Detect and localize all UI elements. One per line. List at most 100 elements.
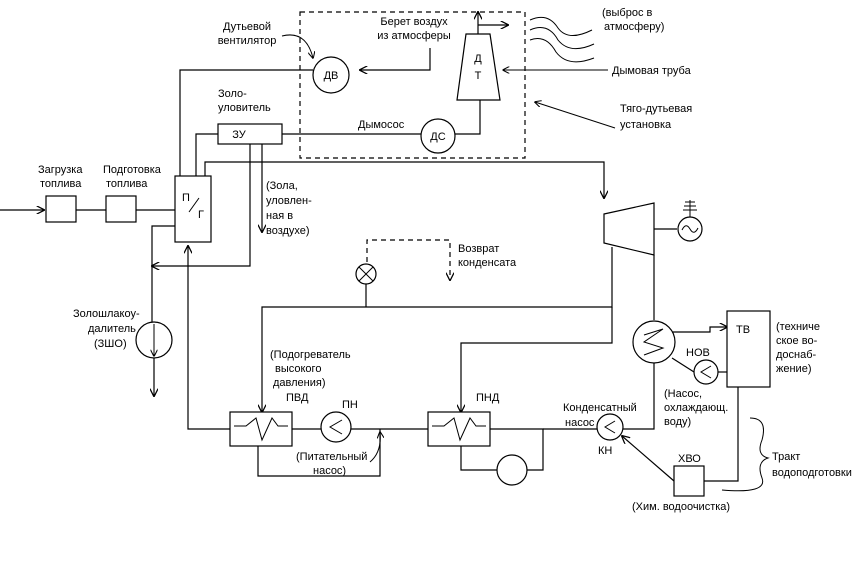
hvo-label: ХВО [678,453,701,465]
lp-drain-pump [496,454,528,486]
air-intake-line [360,48,431,70]
lp-drain-return-line [490,428,544,471]
nov-label: НОВ [686,347,710,359]
ash-capture-label-3: ная в [266,210,293,222]
fuel-loading-label-1: Загрузка [38,164,83,176]
ground-symbol [683,200,697,217]
hp-heater-pvd [229,411,293,447]
feed-pump-label-2: насос) [313,465,346,477]
condenser-to-tv-line [672,327,727,333]
condensate-pump-label-1: Конденсатный [563,402,637,414]
ash-capture-label-4: воздухе) [266,225,310,237]
condensate-return-dashed [366,239,450,280]
draft-installation-label-2: установка [620,119,672,131]
condensate-return-label-2: конденсата [458,257,517,269]
water-treatment-bracket [721,417,770,492]
zsho-label-1: Золошлакоу- [73,308,140,320]
feedwater-to-boiler-line [188,246,230,430]
smoke-stack-dt [456,33,501,101]
cooling-pump-label-2: охлаждающ. [664,402,728,414]
emission-label-1: (выброс в [602,7,653,19]
air-intake-label-2: из атмосферы [377,30,451,42]
steam-generator-pg [174,175,212,243]
kn-label: КН [598,445,612,457]
emission-wave-3 [529,38,595,63]
steam-line-to-turbine [204,161,604,198]
extraction-to-pnd-line [461,307,613,412]
nov-to-condenser-line [671,357,695,373]
valve-cross-b [358,266,374,282]
fuel-prep-label-1: Подготовка [103,164,162,176]
blower-fan-label-1: Дутьевой [223,21,271,33]
feed-pump-label-1: (Питательный [296,451,367,463]
emission-label-2: атмосферу) [604,21,664,33]
tv-to-hvo-line [704,387,739,482]
condenser [632,320,676,364]
chimney-label: Дымовая труба [612,65,692,77]
pn-label: ПН [342,399,358,411]
extraction-to-pvd-line [262,247,613,412]
zsho-label-3: (ЗШО) [94,338,127,350]
chem-treatment-label: (Хим. водоочистка) [632,501,730,513]
hvo-to-kn-line [622,436,675,482]
pnd-drain-line [460,446,497,471]
pg-g-label: Г [198,209,204,221]
condensate-pump-label-2: насос [565,417,595,429]
technical-water-supply-tv [726,310,771,388]
blower-fan-label-2: вентилятор [218,35,277,47]
tv-label: ТВ [736,324,750,336]
condenser-to-kn-line [623,363,655,430]
ash-return-line [152,144,251,266]
draft-installation-label-1: Тяго-дутьевая [620,103,692,115]
dt-d-label: Д [474,53,482,65]
smoke-exhauster-ds [420,118,456,154]
tech-water-label-4: жение) [776,363,811,375]
pg-p-label: П [182,192,190,204]
generator-symbol [681,225,699,233]
fuel-preparation-box [105,195,137,223]
air-intake-label-1: Берет воздух [380,16,448,28]
cooling-pump-nov [693,359,719,385]
feed-pump-pointer [369,432,380,463]
dv-label: ДВ [324,70,339,82]
fuel-prep-label-2: топлива [106,178,148,190]
ds-label: ДС [430,131,445,143]
ash-capture-label-2: уловлен- [266,195,312,207]
smoke-exhauster-label: Дымосос [358,119,405,131]
feed-pump-symbol [329,419,343,435]
zu-label: ЗУ [232,129,247,141]
ds-to-stack-line [455,100,481,135]
pg-slash [188,197,200,213]
pnd-label: ПНД [476,392,500,404]
dv-to-boiler-line [179,69,313,176]
ash-collector-label-1: Золо- [218,88,247,100]
draft-installation-pointer [535,102,616,129]
tech-water-label-3: доснаб- [776,349,817,361]
cooling-pump-label-3: воду) [664,416,691,428]
dt-t-label: Т [475,70,482,82]
chemical-water-treatment-hvo [673,465,705,497]
boiler-to-zsho-line [151,225,175,322]
lp-heater-coil [432,417,486,442]
boiler-to-zu-line [195,133,218,176]
feed-pump-pn [320,411,352,443]
hp-heater-coil [234,417,288,442]
condensate-pump-kn [596,413,624,441]
hp-heater-label-1: (Подогреватель [270,349,351,361]
condenser-coil [642,328,665,356]
water-treatment-label-1: Тракт [772,451,800,463]
lp-heater-pnd [427,411,491,447]
condensate-return-label-1: Возврат [458,243,499,255]
blower-fan-dv [312,56,350,94]
ash-collector-zu [217,123,283,145]
pvd-drain-line [257,429,381,477]
water-treatment-label-2: водоподготовки [772,467,852,479]
tech-water-label-2: ское во- [776,335,818,347]
condensate-pump-symbol [604,420,616,434]
cooling-pump-symbol [700,365,712,379]
ash-capture-label-1: (Зола, [266,180,298,192]
fuel-loading-box [45,195,77,223]
cooling-pump-label-1: (Насос, [664,388,702,400]
zsho-label-2: далитель [88,323,136,335]
